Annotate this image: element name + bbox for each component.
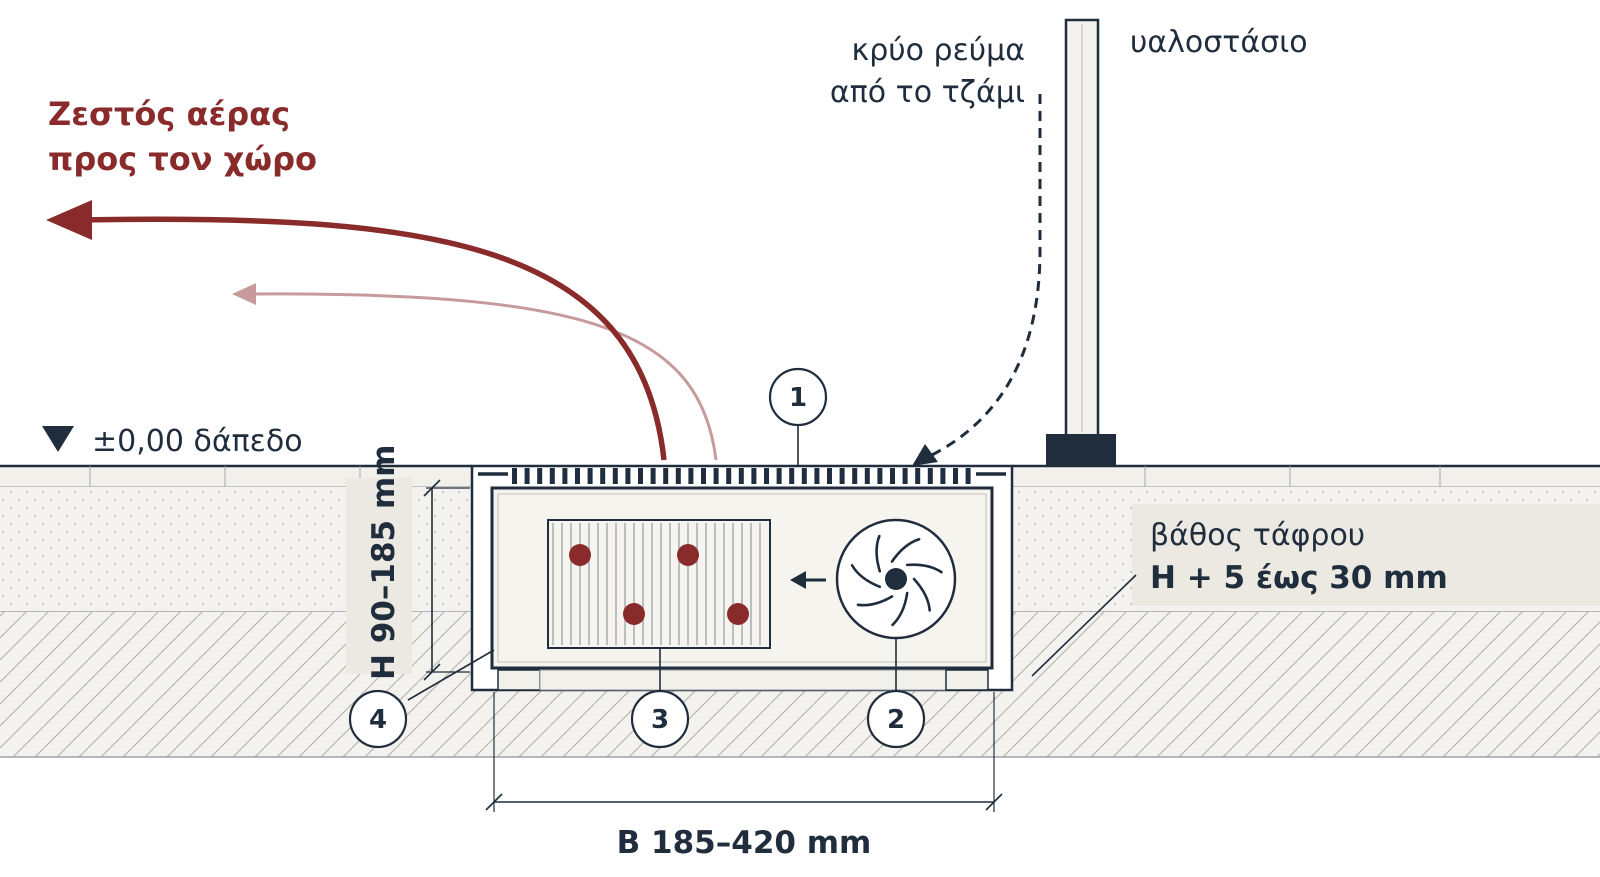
width-dim-label: B 185–420 mm	[617, 825, 872, 861]
grille-bar	[789, 468, 795, 484]
grille-bar	[751, 468, 757, 484]
grille-bar	[864, 468, 870, 484]
grille-bar	[625, 468, 631, 484]
callout-leaders	[407, 425, 897, 701]
hot-air-arrow-secondary	[232, 283, 718, 461]
grille-bar	[701, 468, 706, 484]
fan-blade	[850, 564, 882, 589]
svg-text:2: 2	[887, 705, 905, 735]
fan-blade	[912, 577, 931, 612]
grille-bar	[575, 468, 580, 484]
grille-bar	[738, 468, 744, 484]
grille-bar	[890, 468, 895, 484]
fan-blade	[875, 534, 882, 573]
svg-text:1: 1	[789, 383, 807, 413]
grille-bar	[940, 468, 946, 484]
height-dimension: H 90–185 mm	[346, 445, 470, 681]
grille-bar	[587, 468, 593, 484]
svg-text:4: 4	[369, 705, 387, 735]
trench-depth-label-1: βάθος τάφρου	[1150, 518, 1365, 553]
fan-blade	[891, 591, 909, 627]
glass-facade	[1046, 18, 1116, 466]
grille-bar	[663, 468, 669, 484]
grille-bar	[814, 468, 820, 484]
height-dim-label: H 90–185 mm	[366, 445, 402, 680]
fan-blade	[856, 595, 894, 607]
grille-bar	[801, 468, 807, 484]
floor-level-label: ±0,00 δάπεδο	[92, 424, 303, 459]
grille-bar	[612, 468, 618, 484]
grille-bar	[927, 468, 933, 484]
arrow-left-icon	[790, 571, 826, 589]
triangle-down-icon	[42, 426, 74, 452]
fan-icon	[835, 518, 957, 640]
grille-bar	[512, 468, 517, 484]
grille-bar	[776, 468, 782, 484]
grille-bar	[852, 468, 858, 484]
grille-bar	[953, 468, 958, 484]
grille-bar	[915, 468, 921, 484]
hot-air-arrow	[46, 200, 667, 461]
heat-exchanger	[547, 519, 771, 649]
callout-2: 2	[866, 689, 926, 749]
grille-bar	[549, 468, 555, 484]
cold-draft-arrow	[912, 94, 1042, 466]
glass-facade-label: υαλοστάσιο	[1130, 25, 1308, 60]
trench-depth-leader	[1031, 574, 1137, 677]
floor-grille	[478, 468, 1006, 484]
callout-4: 4	[348, 689, 408, 749]
grille-bar	[726, 468, 732, 484]
cold-draft-label-1: κρύο ρεύμα	[852, 33, 1025, 68]
fan-blade	[905, 563, 943, 574]
callout-3: 3	[630, 689, 690, 749]
grille-bar	[675, 468, 681, 484]
trench-depth-box	[1132, 504, 1600, 606]
hot-air-label-2: προς τον χώρο	[48, 140, 317, 178]
grille-bar	[537, 468, 543, 484]
grille-bar	[764, 468, 769, 484]
grille-bar	[902, 468, 908, 484]
heating-pipe	[569, 544, 591, 566]
hot-air-label-1: Ζεστός αέρας	[48, 95, 290, 133]
grille-bar	[562, 468, 568, 484]
cold-draft-label-2: από το τζάμι	[830, 75, 1025, 110]
grille-bar	[965, 468, 971, 484]
width-dimension: B 185–420 mm	[485, 692, 1003, 861]
grille-bar	[600, 468, 606, 484]
callout-1: 1	[768, 367, 828, 427]
svg-text:3: 3	[651, 705, 669, 735]
heating-pipe	[727, 603, 749, 625]
grille-bar	[827, 468, 832, 484]
grille-bar	[877, 468, 883, 484]
grille-bar	[638, 468, 643, 484]
grille-bar	[688, 468, 694, 484]
grille-bar	[839, 468, 845, 484]
trench-depth-label-2: H + 5 έως 30 mm	[1150, 560, 1448, 596]
heating-pipe	[623, 603, 645, 625]
grille-bar	[713, 468, 719, 484]
grille-bar	[650, 468, 656, 484]
heating-pipe	[677, 544, 699, 566]
grille-bar	[524, 468, 530, 484]
fan-blade	[890, 537, 921, 563]
